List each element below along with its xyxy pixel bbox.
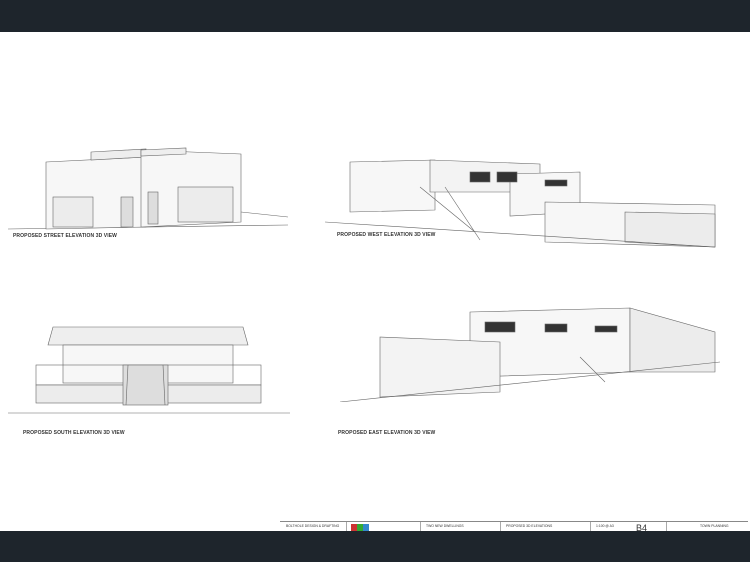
title-block-scale: 1:100 @ A3 — [596, 524, 614, 528]
street-elevation-caption: PROPOSED STREET ELEVATION 3D VIEW — [13, 233, 117, 239]
south-elevation-caption: PROPOSED SOUTH ELEVATION 3D VIEW — [23, 430, 125, 436]
west-elevation-caption: PROPOSED WEST ELEVATION 3D VIEW — [337, 232, 436, 238]
title-block-divider — [666, 522, 667, 531]
title-block-divider — [590, 522, 591, 531]
title-block-divider — [346, 522, 347, 531]
title-block-project: TWO NEW DWELLINGS — [426, 524, 464, 528]
drawing-sheet: PROPOSED STREET ELEVATION 3D VIEW PROPOS… — [0, 32, 750, 531]
company-logo-icon — [351, 524, 369, 531]
title-block-company: BOLTHOLE DESIGN & DRAFTING — [286, 524, 340, 528]
east-elevation-drawing — [340, 307, 721, 402]
title-block-drawing: PROPOSED 3D ELEVATIONS — [506, 524, 553, 528]
title-block: BOLTHOLE DESIGN & DRAFTING TWO NEW DWELL… — [280, 521, 748, 531]
south-elevation-drawing — [8, 326, 290, 414]
east-elevation-caption: PROPOSED EAST ELEVATION 3D VIEW — [338, 430, 436, 436]
title-block-revision: B4 — [636, 523, 648, 531]
street-elevation-drawing — [8, 147, 289, 230]
title-block-status: TOWN PLANNING — [700, 524, 729, 528]
west-elevation-drawing — [325, 159, 716, 248]
title-block-divider — [420, 522, 421, 531]
title-block-divider — [500, 522, 501, 531]
